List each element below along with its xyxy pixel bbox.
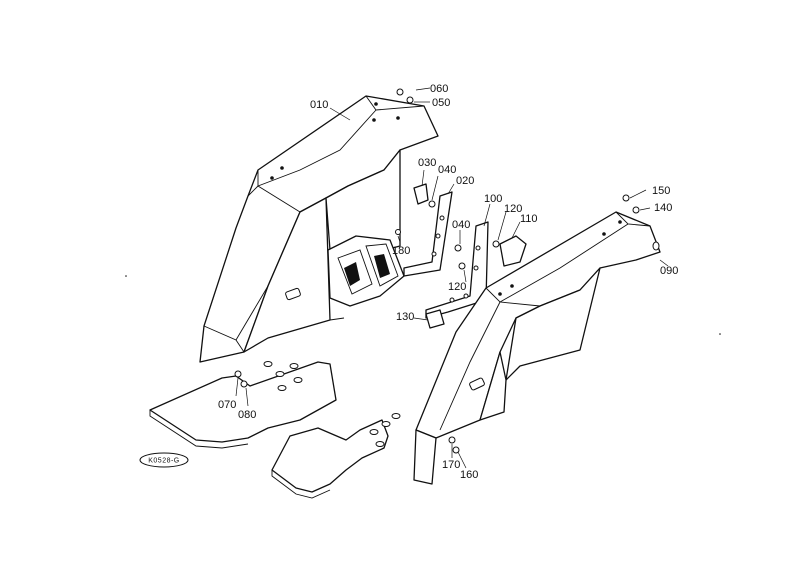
callout-070: 070: [218, 399, 236, 411]
bracket-100: [425, 221, 489, 329]
callout-090: 090: [660, 265, 678, 277]
callout-020: 020: [456, 175, 474, 187]
callout-060: 060: [430, 83, 448, 95]
hardware-left: [395, 183, 466, 270]
callout-040-b: 040: [452, 219, 470, 231]
callout-150: 150: [652, 185, 670, 197]
floor-plate-right: [271, 419, 389, 499]
callout-040-a: 040: [438, 164, 456, 176]
callout-100: 100: [484, 193, 502, 205]
stamp-text: K0528-G: [148, 458, 180, 465]
callout-110: 110: [520, 213, 538, 225]
callout-030: 030: [418, 157, 436, 169]
bracket-110: [492, 235, 527, 267]
callout-180: 180: [392, 245, 410, 257]
right-fender-holes: [498, 220, 622, 296]
left-fender-holes: [270, 102, 400, 180]
callout-120-a: 120: [504, 203, 522, 215]
callout-120-b: 120: [448, 281, 466, 293]
callout-140: 140: [654, 202, 672, 214]
callout-160: 160: [460, 469, 478, 481]
bracket-020: [403, 191, 453, 277]
callout-080: 080: [238, 409, 256, 421]
specks: [125, 275, 721, 335]
hardware-misc: [234, 88, 640, 454]
floor-holes: [263, 361, 401, 447]
left-fender: [199, 95, 439, 363]
callout-170: 170: [442, 459, 460, 471]
callout-labels: 060 050 010 030 040 020 040 180 100 120 …: [218, 83, 678, 481]
callout-130: 130: [396, 311, 414, 323]
callout-010: 010: [310, 99, 328, 111]
right-fender: [413, 211, 661, 485]
drawing-stamp: K0528-G: [139, 452, 189, 468]
seat-bracket: [327, 235, 405, 307]
callout-050: 050: [432, 97, 450, 109]
leader-lines: [235, 87, 669, 469]
